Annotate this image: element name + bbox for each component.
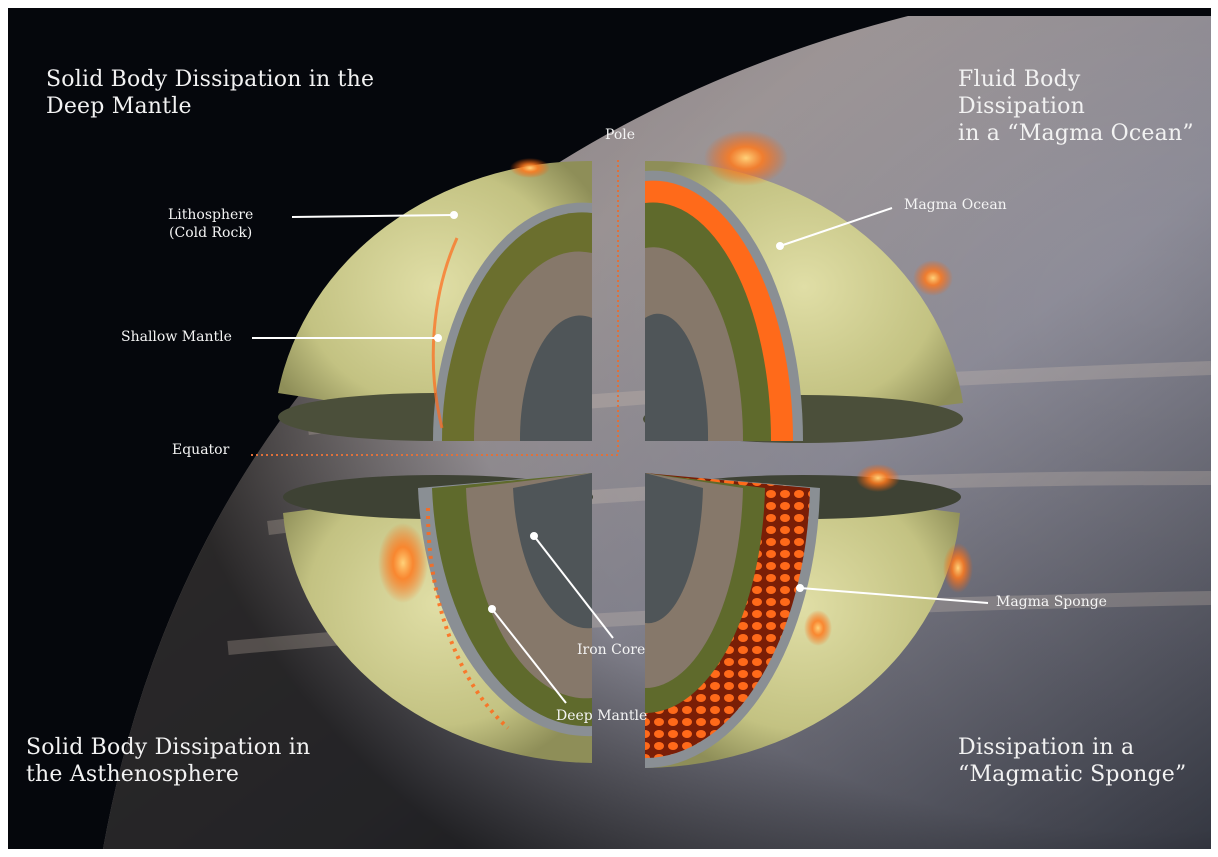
magma-sponge-label: Magma Sponge [996,593,1107,611]
io-interior-diagram: Solid Body Dissipation in the Deep Mantl… [8,8,1211,849]
deep-mantle-label: Deep Mantle [556,707,647,725]
pole-label: Pole [605,126,635,144]
title-top-left: Solid Body Dissipation in the Deep Mantl… [46,66,374,120]
magma-ocean-label: Magma Ocean [904,196,1007,214]
title-bottom-left: Solid Body Dissipation in the Asthenosph… [26,734,310,788]
quadrant-top-left-cutaway [278,158,592,441]
lithosphere-label: Lithosphere (Cold Rock) [168,206,253,242]
shallow-mantle-label: Shallow Mantle [121,328,232,346]
title-bottom-right: Dissipation in a “Magmatic Sponge” [958,734,1186,788]
equator-label: Equator [172,441,229,459]
title-top-right: Fluid Body Dissipation in a “Magma Ocean… [958,66,1211,147]
iron-core-label: Iron Core [577,641,645,659]
